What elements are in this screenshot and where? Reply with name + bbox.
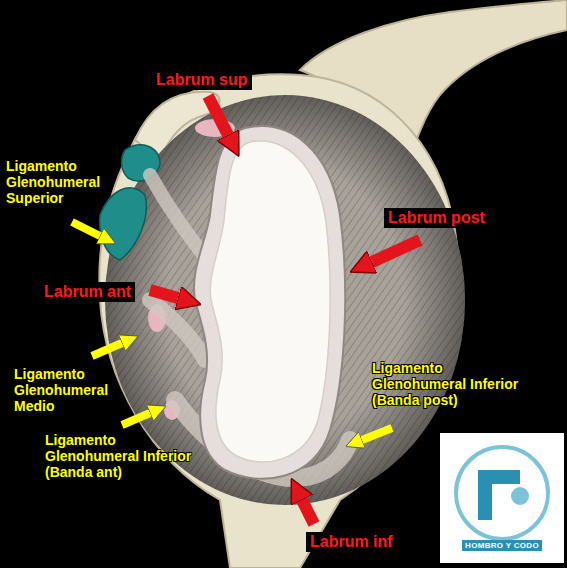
logo-panel: [440, 433, 564, 563]
labrum-label: Labrum ant: [40, 282, 135, 302]
joint-capsule: [105, 95, 465, 505]
ligament-label: Ligamento Glenohumeral Medio: [14, 366, 124, 414]
ligament-arrow: [122, 413, 150, 425]
ligament-label: Ligamento Glenohumeral Inferior (Banda a…: [45, 432, 213, 480]
ligament-arrow: [92, 343, 122, 356]
labrum-arrow: [150, 290, 178, 298]
logo-text: HOMBRO Y CODO: [462, 540, 542, 551]
ligament-arrow: [362, 428, 392, 440]
logo-icon: [511, 487, 529, 505]
labrum-label: Labrum post: [384, 208, 489, 228]
labrum-label: Labrum sup: [152, 70, 252, 90]
logo-ring: [456, 447, 548, 539]
labrum-arrow: [372, 240, 420, 262]
labrum: [194, 126, 345, 479]
capsule-shade: [105, 95, 465, 505]
labrum-arrow: [208, 96, 228, 135]
labrum-arrow: [302, 500, 314, 524]
glenoid-surface: [210, 141, 330, 462]
ligament-arrow: [72, 222, 100, 236]
labrum-label: Labrum inf: [306, 532, 397, 552]
ligament-label: Ligamento Glenohumeral Inferior (Banda p…: [372, 360, 540, 408]
subscapularis-tendon: [100, 188, 147, 260]
ligament-label: Ligamento Glenohumeral Superior: [6, 158, 114, 206]
